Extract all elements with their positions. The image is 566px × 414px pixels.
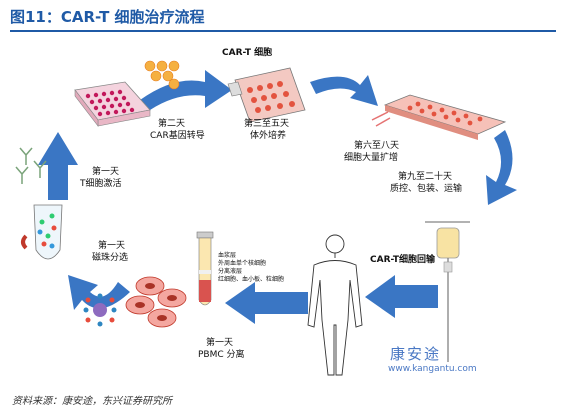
viral-vectors	[144, 60, 180, 90]
label-day1-pbmc-desc: PBMC 分离	[198, 350, 245, 360]
label-day1-pbmc-title: 第一天	[206, 338, 234, 348]
label-day2-title: 第二天	[158, 119, 186, 129]
pbmc-cells	[125, 276, 187, 328]
watermark-url: www.kangantu.com	[388, 364, 477, 374]
arrow-expansion	[310, 75, 378, 106]
label-cart-cell: CAR-T 细胞	[222, 48, 273, 58]
iv-bag	[425, 221, 470, 362]
label-day9-title: 第九至二十天	[398, 172, 453, 182]
culture-flask	[227, 67, 306, 123]
magnetic-beads	[83, 293, 117, 327]
label-day9-desc: 质控、包装、运输	[390, 184, 463, 194]
label-day6-title: 第六至八天	[354, 141, 400, 151]
label-day1-activation-desc: T细胞激活	[80, 179, 122, 189]
arrow-pbmc	[225, 282, 308, 324]
title-rule	[10, 30, 556, 32]
tube-layer-1: 血浆层	[218, 252, 237, 259]
separation-tube	[21, 204, 63, 260]
label-reinfusion: CAR-T细胞回输	[370, 255, 436, 265]
culture-plate	[74, 81, 151, 127]
tube-layer-2: 外周血单个核细胞	[218, 260, 267, 267]
process-arrows	[38, 70, 517, 324]
source-note: 资料来源：康安途，东兴证券研究所	[12, 396, 172, 407]
arrow-activation	[38, 132, 78, 200]
arrow-transduction	[140, 70, 232, 110]
label-day6-desc: 细胞大量扩增	[344, 153, 399, 163]
arrow-reinfusion	[365, 275, 438, 318]
patient-figure	[307, 234, 363, 376]
figure-title: 图11：CAR-T 细胞治疗流程	[10, 8, 205, 26]
label-day3-desc: 体外培养	[250, 131, 287, 141]
label-day1-magnetic-title: 第一天	[98, 241, 126, 251]
label-day1-magnetic-desc: 磁珠分选	[92, 253, 129, 263]
arrow-qc	[486, 130, 517, 205]
tube-layer-3: 分离液层	[218, 268, 243, 275]
label-day2-desc: CAR基因转导	[150, 131, 205, 141]
expansion-bag	[371, 94, 507, 140]
arrow-magnetic	[68, 275, 130, 310]
label-day1-activation-title: 第一天	[92, 167, 120, 177]
antibodies	[15, 147, 47, 184]
centrifuge-tube	[196, 231, 214, 306]
label-day3-title: 第三至五天	[244, 119, 290, 129]
tube-layer-4: 红细胞、血小板、粒细胞	[218, 276, 285, 283]
watermark-brand: 康安途	[390, 345, 442, 363]
